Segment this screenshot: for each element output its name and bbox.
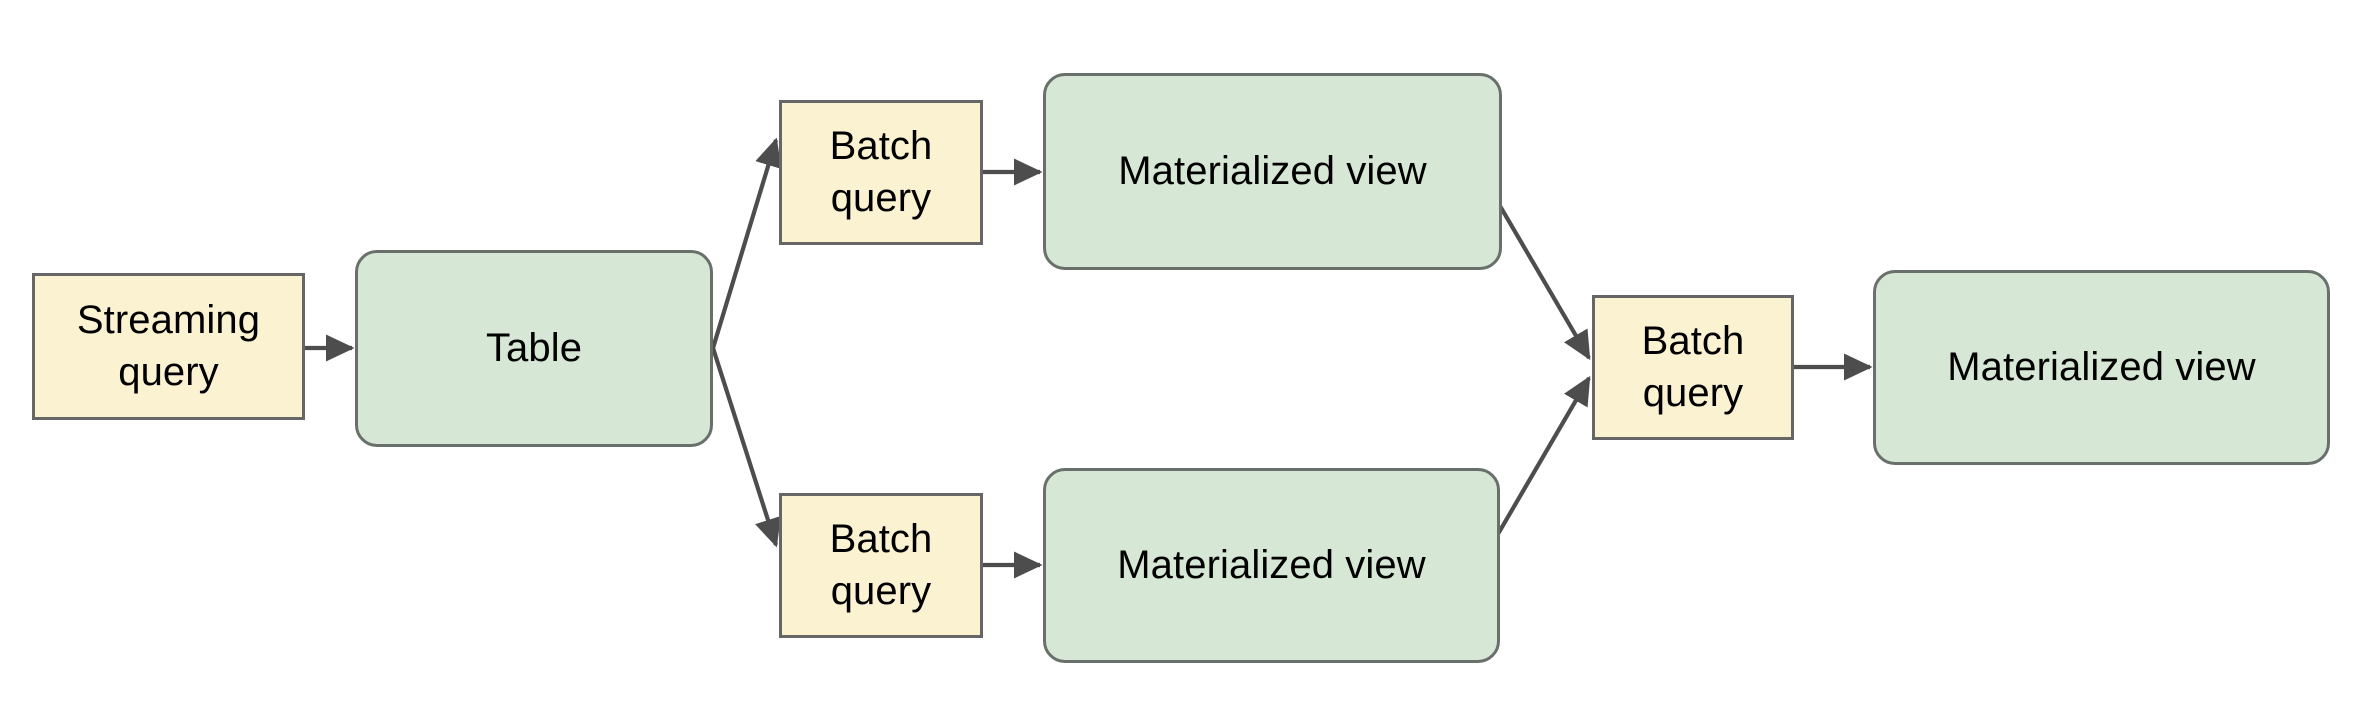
node-label-batch-query-bottom: Batch query <box>829 517 933 613</box>
node-label-materialized-view-bottom: Materialized view <box>1117 542 1426 587</box>
node-materialized-view-right[interactable]: Materialized view <box>1873 270 2330 465</box>
edge-materialized-view-top-to-batch-query-center <box>1498 204 1591 361</box>
edge-table-to-batch-query-top <box>710 137 782 349</box>
node-materialized-view-bottom[interactable]: Materialized view <box>1043 468 1500 663</box>
node-label-materialized-view-top: Materialized view <box>1118 148 1427 193</box>
node-label-streaming-query: Streaming query <box>76 298 261 394</box>
node-table[interactable]: Table <box>355 250 713 447</box>
edge-table-to-batch-query-bottom <box>710 347 781 548</box>
node-batch-query-bottom[interactable]: Batch query <box>779 493 983 638</box>
node-materialized-view-top[interactable]: Materialized view <box>1043 73 1502 270</box>
node-streaming-query[interactable]: Streaming query <box>32 273 305 420</box>
node-label-batch-query-top: Batch query <box>829 124 933 220</box>
node-batch-query-top[interactable]: Batch query <box>779 100 983 245</box>
node-label-materialized-view-right: Materialized view <box>1947 344 2256 389</box>
node-label-batch-query-center: Batch query <box>1641 319 1745 415</box>
node-label-table: Table <box>485 325 583 370</box>
node-batch-query-center[interactable]: Batch query <box>1592 295 1794 440</box>
edge-materialized-view-bottom-to-batch-query-center <box>1496 375 1591 536</box>
